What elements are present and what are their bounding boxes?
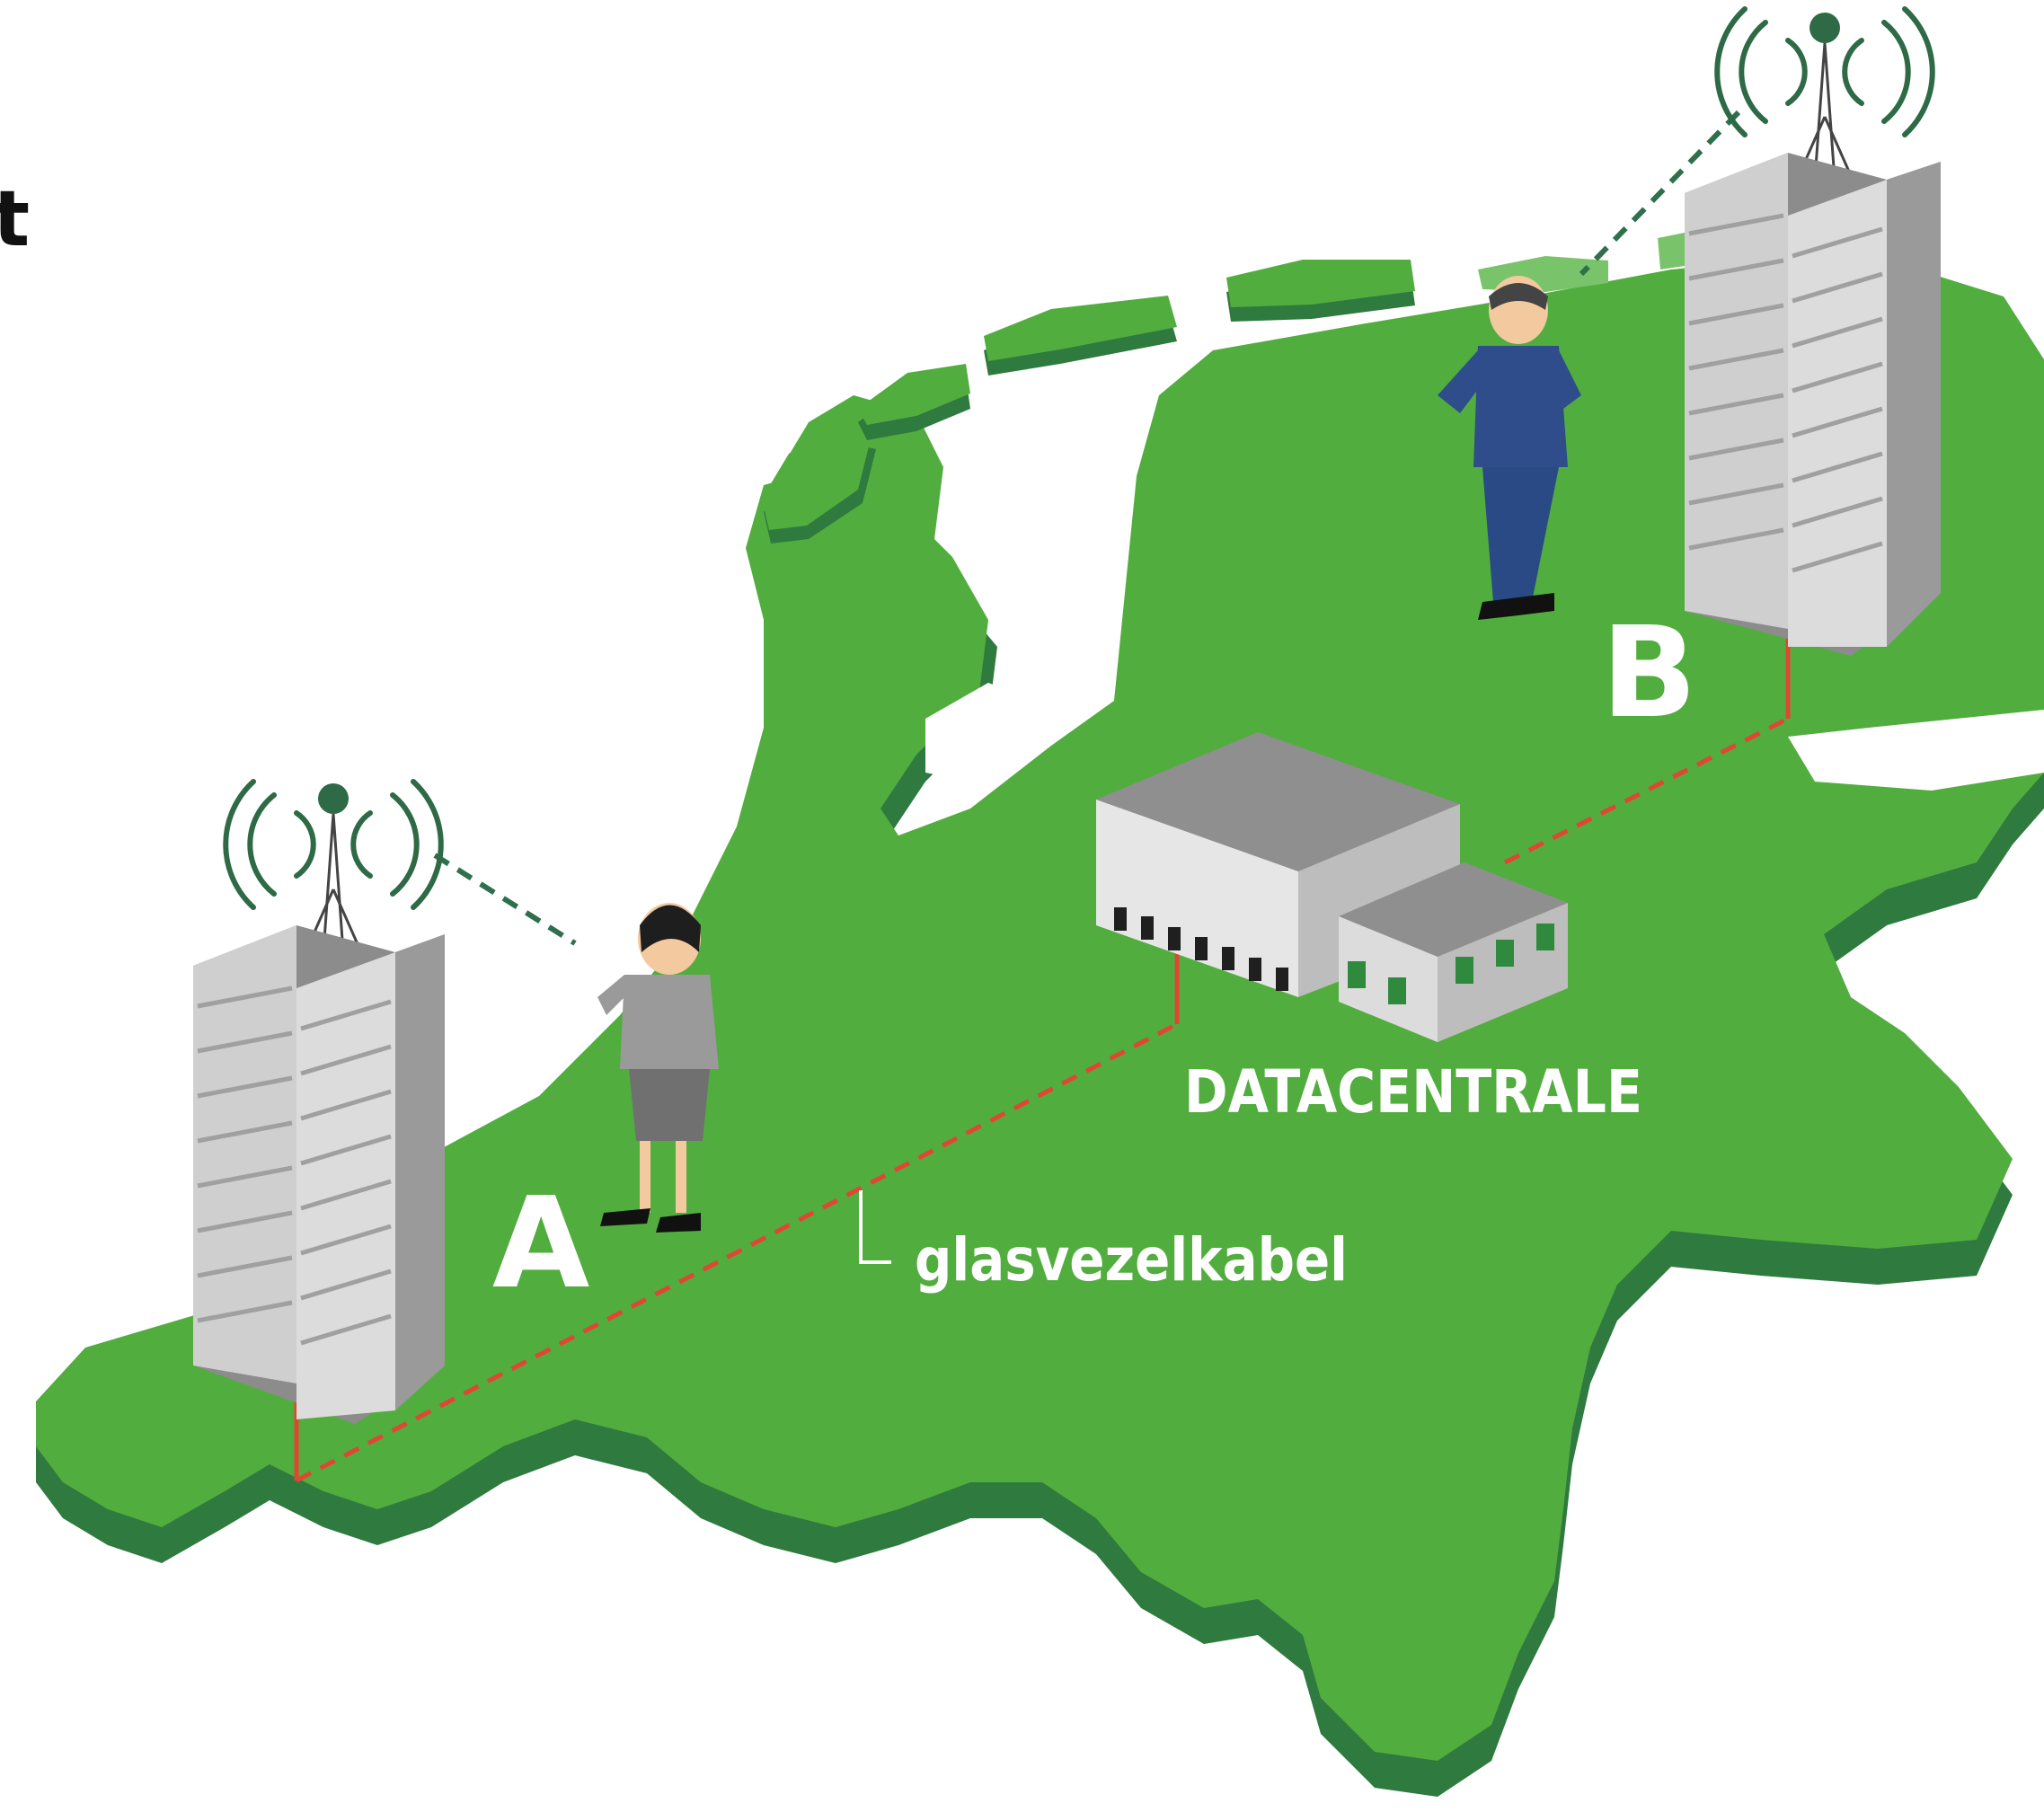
datacenter-icon xyxy=(1096,732,1568,1042)
cable-callout xyxy=(859,1190,891,1264)
radio-link-a xyxy=(433,853,577,946)
tower-a-icon xyxy=(193,779,445,1424)
radio-link-b xyxy=(1579,110,1741,277)
inland-water-2 xyxy=(1788,710,2044,791)
point-a-label: A xyxy=(492,1171,589,1317)
tower-b-icon xyxy=(1685,6,1941,656)
cable-label: glasvezelkabel xyxy=(915,1225,1348,1295)
person-b-icon xyxy=(1438,276,1581,620)
wadden-islands xyxy=(762,232,1691,544)
inland-water xyxy=(925,683,1033,782)
point-b-label: B xyxy=(1601,600,1697,747)
person-a-icon xyxy=(597,903,719,1233)
datacenter-label: DATACENTRALE xyxy=(1184,1057,1642,1127)
edge-text: t xyxy=(0,174,30,264)
map-top xyxy=(36,252,2044,1761)
netherlands-map xyxy=(36,232,2044,1797)
